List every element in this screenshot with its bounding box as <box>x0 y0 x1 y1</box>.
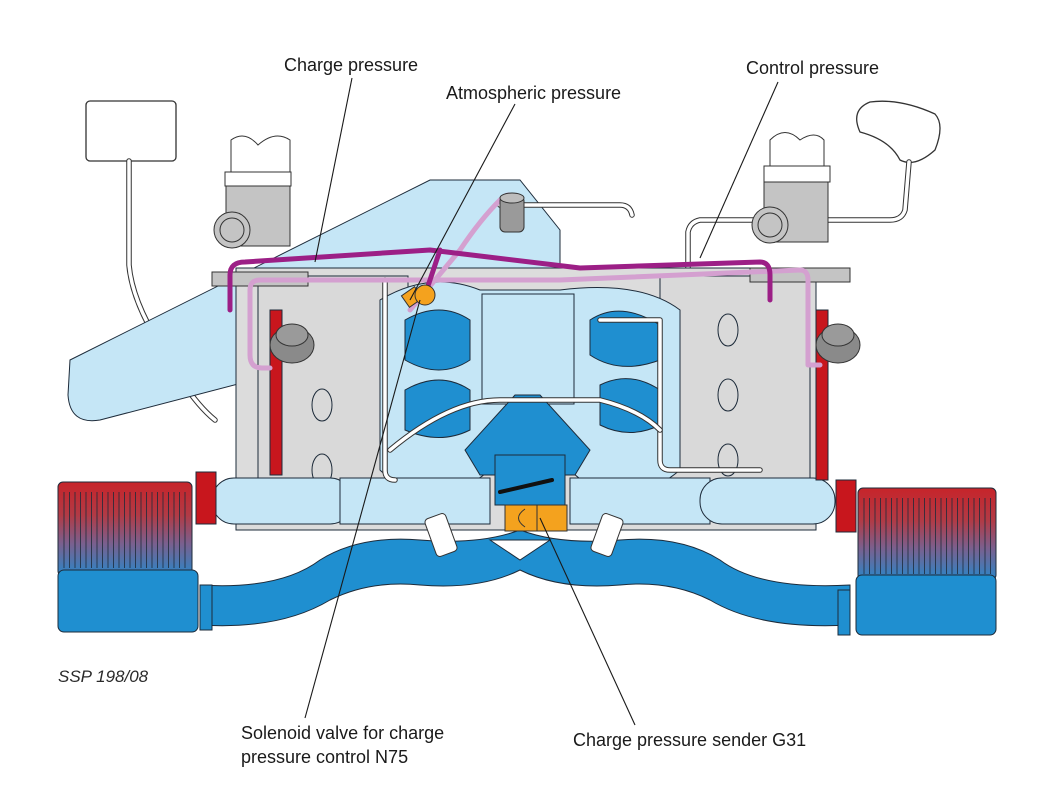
label-solenoid-valve-line1: Solenoid valve for charge <box>241 723 445 743</box>
left-turbocharger <box>211 135 315 364</box>
left-intercooler-fins <box>63 492 186 568</box>
label-atmospheric-pressure: Atmospheric pressure <box>446 83 622 103</box>
charge-air-crossover <box>211 477 836 525</box>
right-intercooler-fins <box>863 498 991 574</box>
intake-manifold <box>379 281 681 506</box>
label-control-pressure: Control pressure <box>746 58 880 78</box>
leader-lines <box>304 77 779 726</box>
label-solenoid-valve-line2: pressure control N75 <box>241 747 409 767</box>
charge-pressure-sender-g31 <box>504 504 568 532</box>
label-charge-pressure-sender: Charge pressure sender G31 <box>573 730 807 750</box>
canister <box>499 192 525 233</box>
left-intercooler <box>57 471 217 633</box>
vacuum-lines <box>382 202 763 483</box>
label-charge-pressure: Charge pressure <box>284 55 419 75</box>
intake-pipes-dark <box>199 529 851 627</box>
right-turbocharger <box>749 132 861 364</box>
throttle-plate <box>498 478 554 494</box>
right-intercooler <box>835 479 997 636</box>
injectors <box>424 513 624 557</box>
figure-id: SSP 198/08 <box>58 667 149 686</box>
